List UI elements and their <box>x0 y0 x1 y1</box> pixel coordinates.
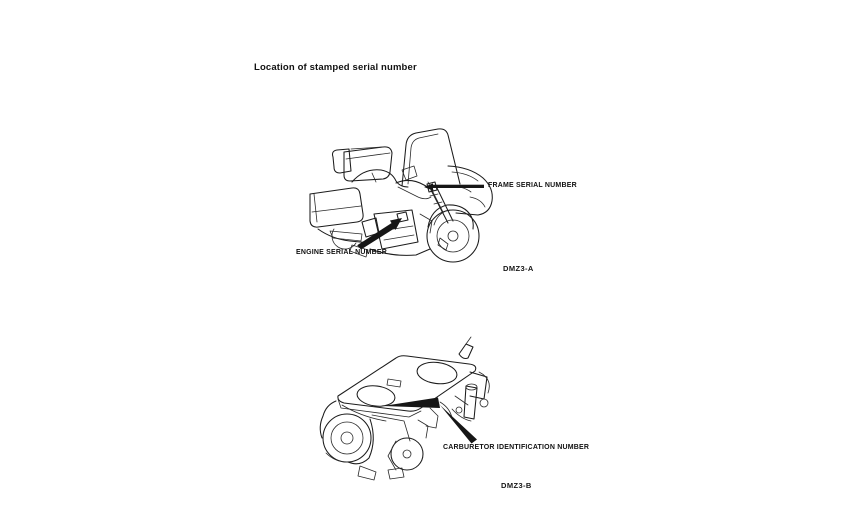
engine-serial-leader-arrow <box>357 218 402 250</box>
figure-b-caption: DMZ3-B <box>501 481 532 490</box>
engine-serial-number-label: ENGINE SERIAL NUMBER <box>296 249 387 256</box>
carburetor-illustration <box>319 336 490 481</box>
frame-serial-leader-arrow <box>424 183 484 191</box>
carburetor-id-number-label: CARBURETOR IDENTIFICATION NUMBER <box>443 444 590 451</box>
page-title: Location of stamped serial number <box>254 62 417 73</box>
frame-serial-number-label: FRAME SERIAL NUMBER <box>488 182 577 189</box>
figure-a-caption: DMZ3-A <box>503 264 534 273</box>
carburetor-id-leader-arrow <box>383 397 477 444</box>
motorcycle-illustration <box>309 128 493 263</box>
